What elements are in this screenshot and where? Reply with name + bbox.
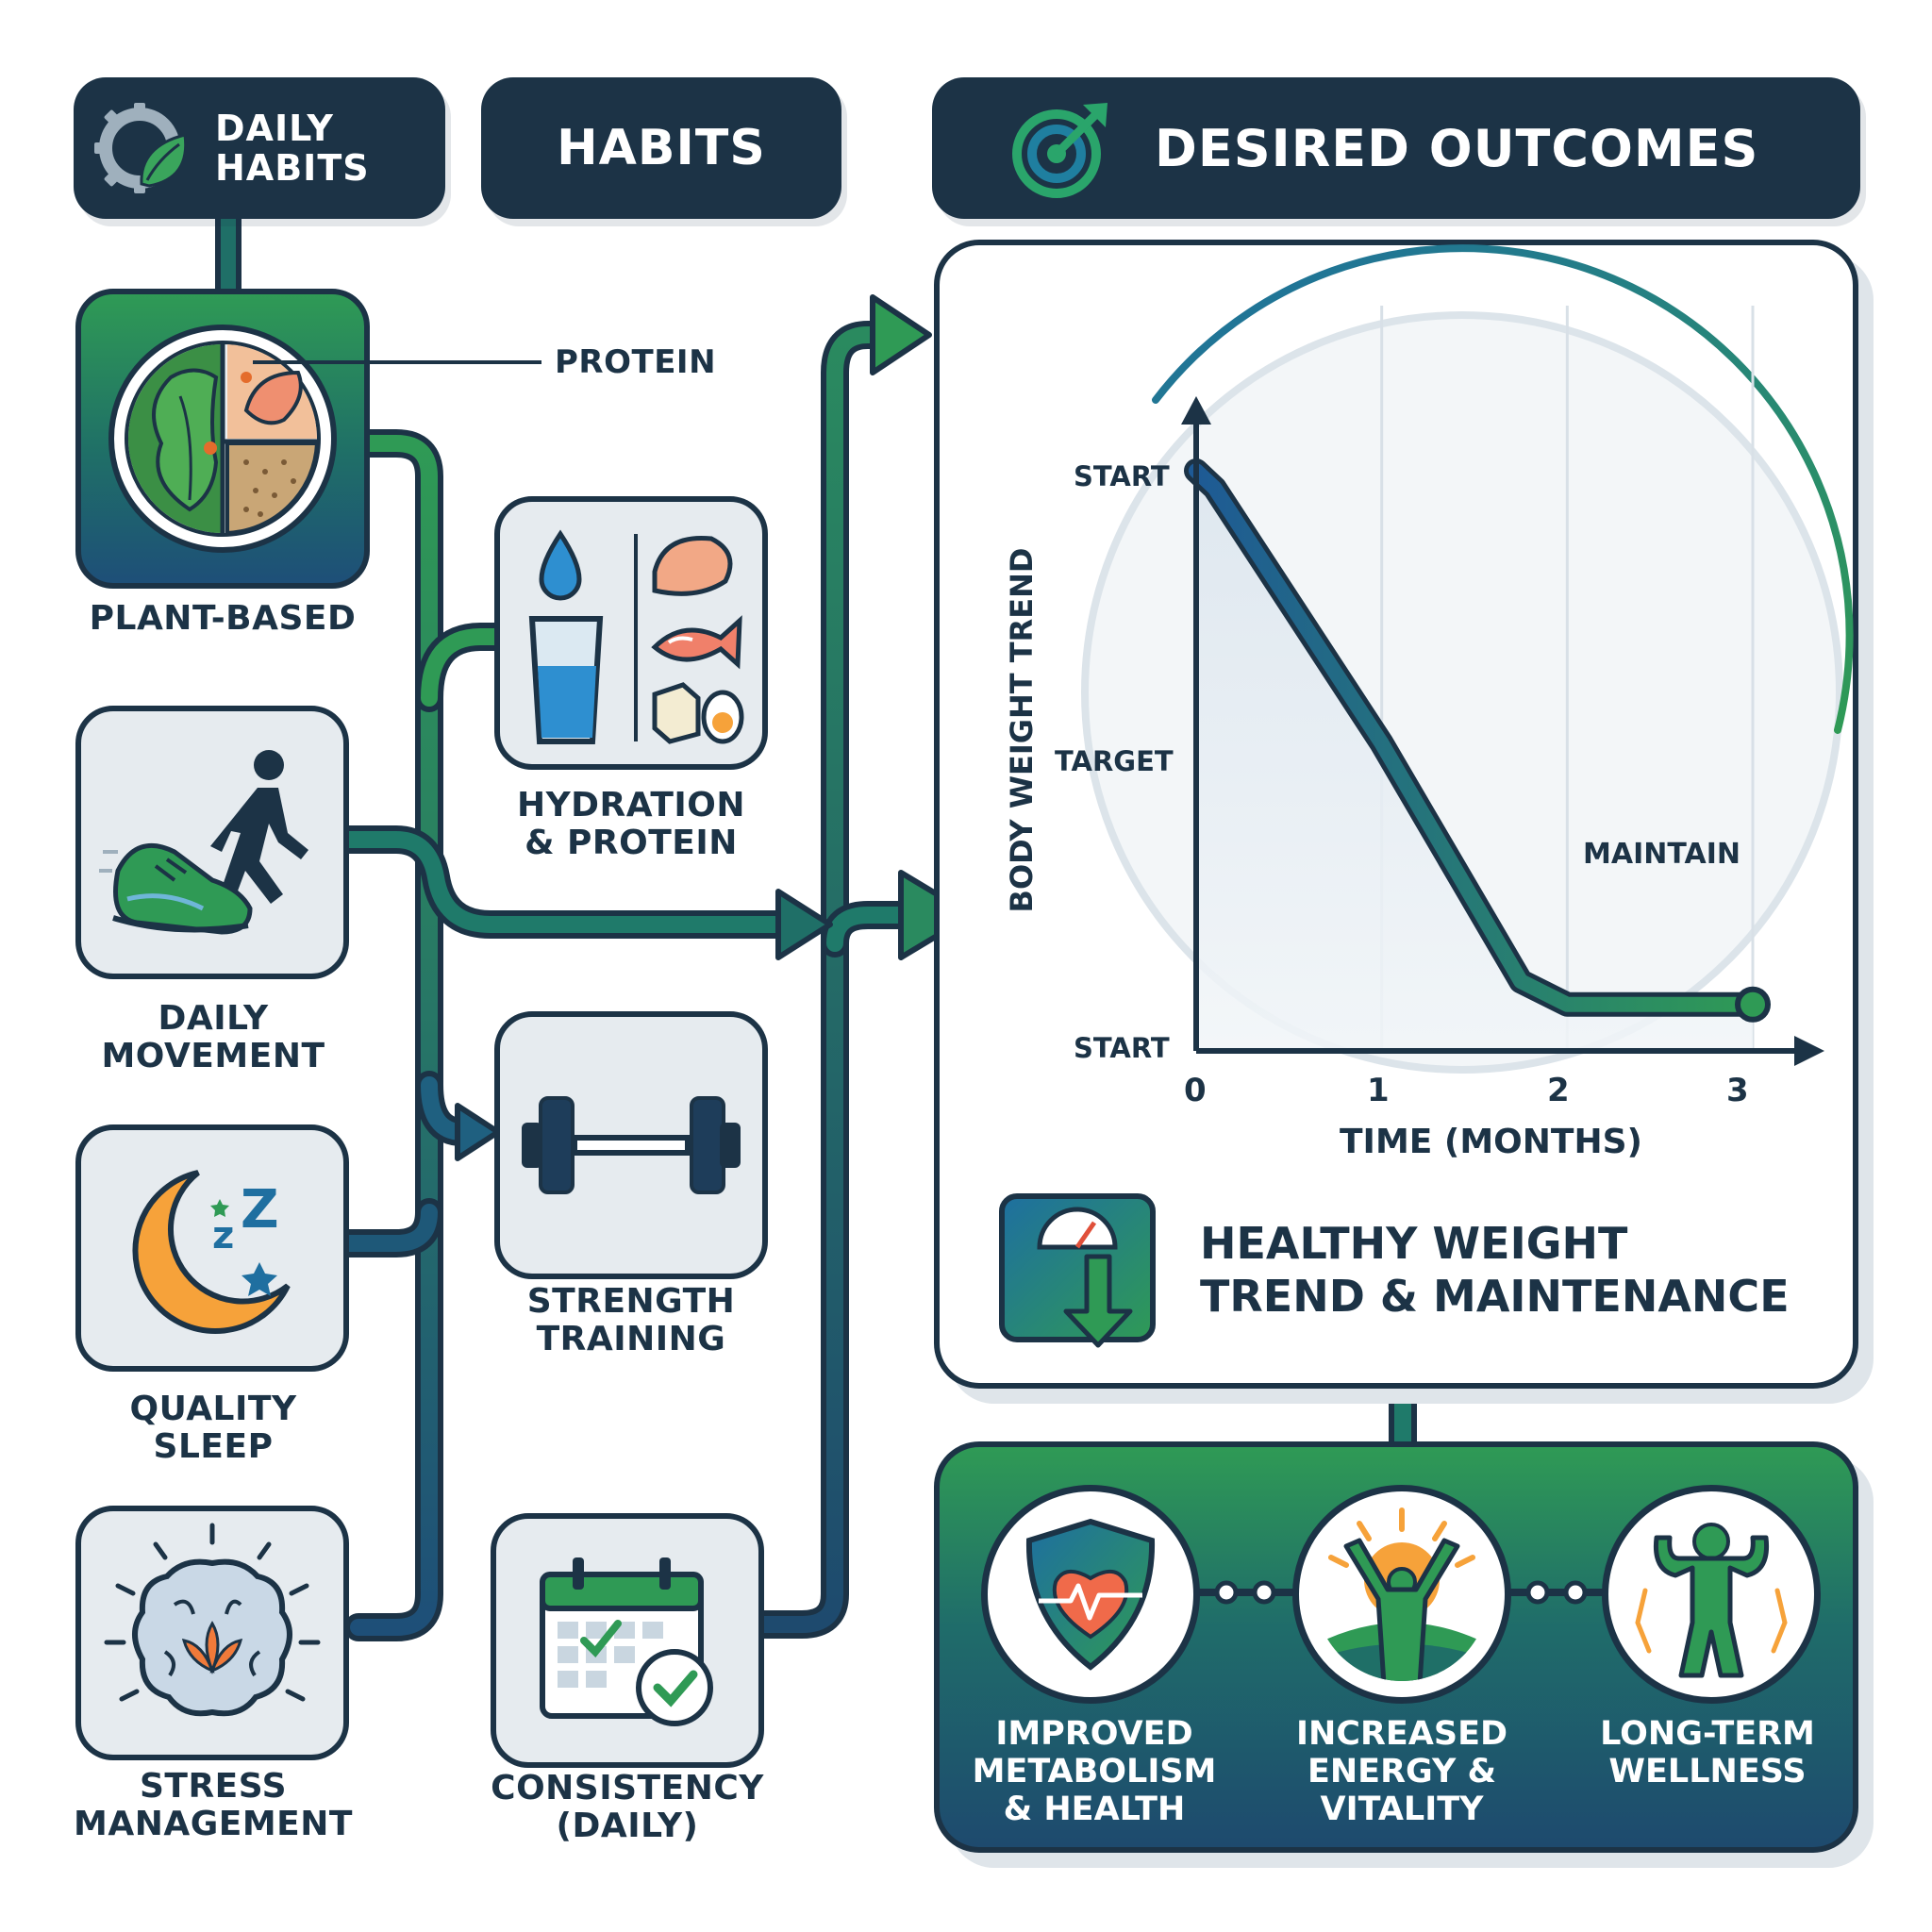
benefit-metabolism-label: IMPROVED METABOLISM & HEALTH [972,1715,1217,1828]
header-desired-outcomes: DESIRED OUTCOMES [932,77,1860,219]
brain-lotus-icon [104,1523,321,1717]
plant-based-card [75,289,370,589]
daily-movement-card [75,706,349,979]
stress-management-label: STRESS MANAGEMENT [74,1767,353,1843]
dumbbell-icon [522,1096,741,1194]
y-axis-label: BODY WEIGHT TREND [1004,547,1040,913]
plate-icon [108,325,337,553]
quality-sleep-label: QUALITY SLEEP [129,1390,297,1466]
strong-person-icon [1635,1523,1788,1678]
left-trunk-connector [344,429,443,1641]
heart-shield-icon [1025,1518,1156,1671]
calendar-check-icon [540,1557,713,1726]
series-line [1189,463,1760,1012]
right-trunk-connector [750,321,901,1639]
benefit-wellness-badge [1602,1485,1821,1704]
chart-area [1196,471,1753,1051]
stress-management-card [75,1506,349,1760]
trunk-to-hydration-connector [415,623,512,712]
moon-sleep-icon: z Z [132,1170,291,1334]
gear-leaf-icon [94,103,188,193]
benefit-wellness-label: LONG-TERM WELLNESS [1600,1715,1815,1790]
target-arrow-icon [1012,103,1108,198]
y-tick-target: TARGET [1055,745,1174,777]
scale-down-icon-wrap [992,1191,1158,1351]
header-daily-habits: DAILY HABITS [74,77,445,219]
scale-down-icon [999,1193,1156,1348]
arrowhead-movement [775,889,833,960]
protein-callout-label: PROTEIN [555,343,717,381]
consistency-card [491,1513,764,1768]
protein-callout-line [253,360,541,364]
maintain-annotation: MAINTAIN [1583,838,1740,871]
outcome-title: HEALTHY WEIGHT TREND & MAINTENANCE [1200,1218,1790,1322]
strength-training-label: STRENGTH TRAINING [526,1282,736,1358]
x-axis-arrow [1794,1036,1824,1066]
svg-text:Z: Z [241,1179,279,1241]
strength-training-card [494,1011,768,1279]
y-tick-start-bottom: START [1074,1032,1170,1064]
weight-trend-chart [1081,244,1854,1074]
benefit-energy-badge [1292,1485,1511,1704]
hydration-protein-card [494,496,768,770]
x-axis-label: TIME (MONTHS) [1340,1123,1642,1161]
arrowhead-strength [455,1103,501,1161]
trunk-to-chart-connector [821,901,934,958]
decorative-ring-arc [1152,244,1854,734]
chart-series [1184,458,1771,1023]
sleep-connector [335,1198,443,1257]
walking-icon [99,750,308,935]
benefit-energy-label: INCREASED ENERGY & VITALITY [1295,1715,1508,1828]
series-end-point [1735,986,1771,1023]
y-tick-start-top: START [1074,460,1170,492]
sunrise-person-icon [1315,1507,1489,1681]
header-habits: HABITS [481,77,841,219]
svg-text:z: z [212,1214,234,1257]
benefit-metabolism-badge [981,1485,1200,1704]
benefits-links [1189,1580,1613,1605]
chart-axes [1181,396,1824,1066]
water-protein-icon [528,529,744,744]
consistency-label: CONSISTENCY (DAILY) [491,1769,764,1845]
arrowhead-top [870,294,932,375]
x-tick-3: 3 [1726,1072,1749,1109]
plant-based-label: PLANT-BASED [89,599,357,638]
header-habits-text: HABITS [557,120,766,176]
quality-sleep-card: z Z [75,1124,349,1372]
header-daily-habits-text: DAILY HABITS [215,108,370,189]
hydration-protein-label: HYDRATION & PROTEIN [516,786,746,862]
movement-connector [335,825,807,939]
x-tick-2: 2 [1547,1072,1570,1109]
x-tick-0: 0 [1184,1072,1207,1109]
daily-movement-label: DAILY MOVEMENT [101,999,325,1075]
header-desired-outcomes-text: DESIRED OUTCOMES [1155,118,1759,178]
y-axis-arrow [1181,396,1211,425]
x-tick-1: 1 [1367,1072,1390,1109]
